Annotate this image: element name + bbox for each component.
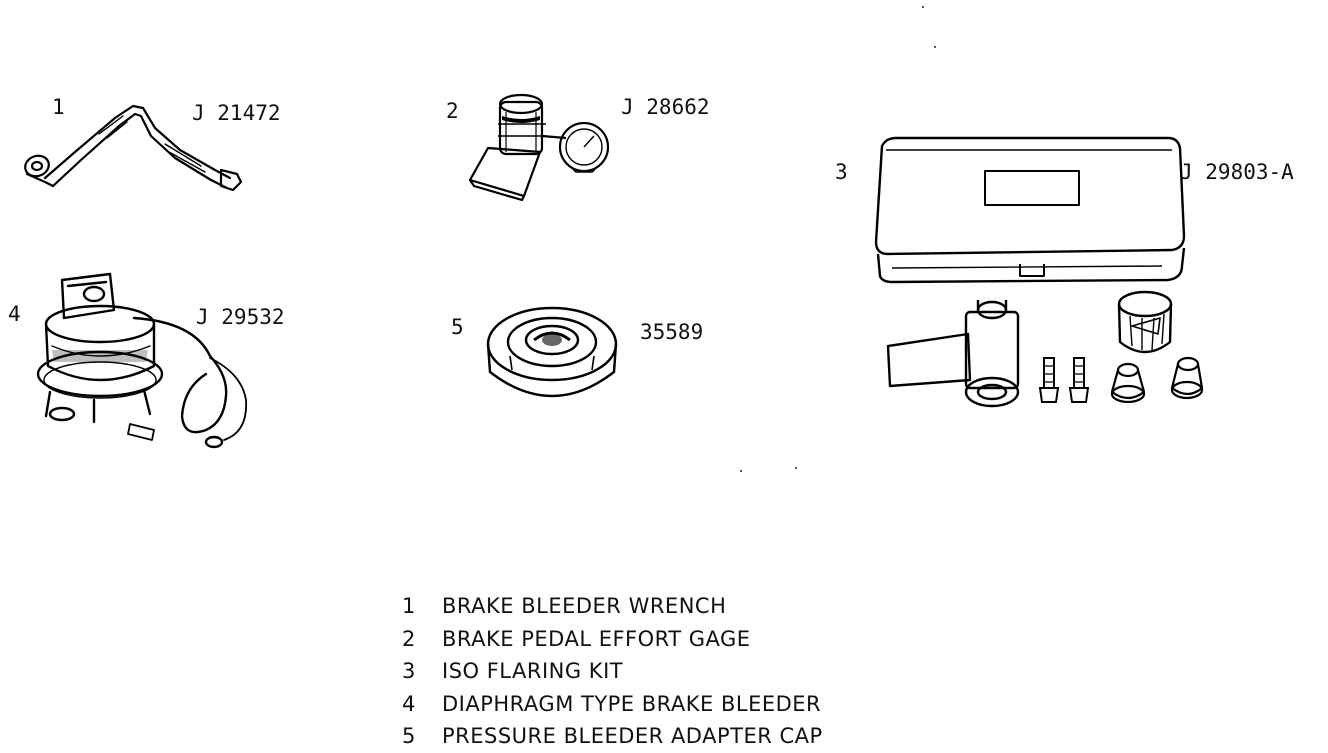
tool-5-number: 5 xyxy=(451,315,464,339)
legend: 1 BRAKE BLEEDER WRENCH 2 BRAKE PEDAL EFF… xyxy=(402,590,823,753)
tool-3-part-number: J 29803-A xyxy=(1180,160,1294,184)
flaring-bolt-icon xyxy=(1068,356,1090,406)
legend-text: DIAPHRAGM TYPE BRAKE BLEEDER xyxy=(442,691,822,716)
legend-number: 5 xyxy=(402,724,416,749)
tool-4-number: 4 xyxy=(8,302,21,326)
tool-3-number: 3 xyxy=(835,160,848,184)
tool-4-part-number: J 29532 xyxy=(196,305,285,329)
tool-2-part-number: J 28662 xyxy=(621,95,710,119)
flaring-tool-body-icon xyxy=(884,294,1024,410)
legend-number: 4 xyxy=(402,691,416,716)
brake-bleeder-wrench-icon xyxy=(15,100,245,200)
legend-text: BRAKE PEDAL EFFORT GAGE xyxy=(442,626,751,651)
flaring-adapter-icon xyxy=(1166,354,1206,402)
legend-number: 1 xyxy=(402,594,416,619)
legend-item: 1 BRAKE BLEEDER WRENCH xyxy=(402,590,823,623)
speck xyxy=(740,470,742,472)
brake-pedal-effort-gage-icon xyxy=(466,92,616,202)
flaring-adapter-icon xyxy=(1108,360,1148,406)
legend-text: ISO FLARING KIT xyxy=(442,659,624,684)
tool-1-number: 1 xyxy=(52,95,65,119)
tool-2-number: 2 xyxy=(446,99,459,123)
legend-number: 3 xyxy=(402,659,416,684)
legend-item: 5 PRESSURE BLEEDER ADAPTER CAP xyxy=(402,720,823,753)
tool-5-part-number: 35589 xyxy=(640,320,704,344)
pressure-bleeder-adapter-cap-icon xyxy=(482,296,622,404)
legend-item: 2 BRAKE PEDAL EFFORT GAGE xyxy=(402,623,823,656)
legend-text: PRESSURE BLEEDER ADAPTER CAP xyxy=(442,724,823,749)
speck xyxy=(934,46,936,48)
speck xyxy=(795,467,797,469)
tool-1-part-number: J 21472 xyxy=(192,101,281,125)
legend-item: 3 ISO FLARING KIT xyxy=(402,655,823,688)
flaring-bolt-icon xyxy=(1038,356,1060,406)
speck xyxy=(922,6,924,8)
legend-item: 4 DIAPHRAGM TYPE BRAKE BLEEDER xyxy=(402,688,823,721)
iso-flaring-kit-case-icon xyxy=(872,136,1192,286)
diaphragm-brake-bleeder-icon xyxy=(34,266,254,452)
legend-text: BRAKE BLEEDER WRENCH xyxy=(442,594,727,619)
legend-number: 2 xyxy=(402,626,416,651)
flaring-die-icon xyxy=(1112,288,1178,364)
